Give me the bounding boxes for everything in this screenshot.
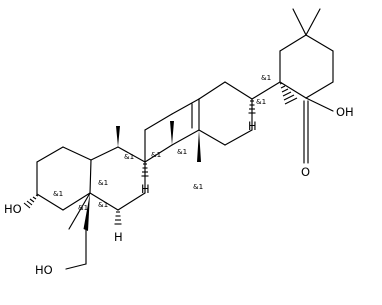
methyl-wedge-c14: [197, 130, 201, 162]
carboxyl-oxygen-label: O: [301, 165, 310, 179]
bond: [144, 144, 173, 163]
bond: [117, 192, 146, 211]
bond: [198, 81, 226, 100]
stereo-label: &1: [193, 182, 203, 191]
stereo-label: &1: [151, 150, 161, 159]
hash-line: [26, 200, 33, 206]
ring-b: [89, 146, 146, 211]
hydrogen-c5-label: H: [114, 230, 123, 244]
hydroxymethyl-oh-bond: [65, 263, 87, 270]
bond: [144, 113, 173, 131]
methyl-bond: [292, 8, 307, 36]
bond: [62, 146, 92, 161]
stereo-label: &1: [261, 73, 271, 82]
stereo-label: &1: [98, 200, 108, 209]
hash-line: [35, 194, 39, 197]
methyl-wedge-c10: [116, 126, 120, 147]
hydrogen-c9-label: H: [141, 182, 150, 196]
hash-line: [281, 88, 289, 93]
bond: [251, 81, 281, 100]
bond: [171, 98, 200, 115]
bond: [305, 34, 334, 52]
hydroxyl-c3-label: HO: [4, 202, 22, 216]
hydrogen-c18-label: H: [248, 119, 257, 133]
bond: [36, 146, 64, 163]
ring-a: [36, 146, 92, 211]
hash-line: [283, 94, 295, 101]
methyl-wedge-c4: [83, 193, 90, 231]
stereo-label: &1: [78, 203, 88, 212]
stereo-label: &1: [256, 97, 266, 106]
carboxylic-acid: [303, 97, 334, 164]
bond: [279, 34, 307, 52]
hashed-bonds: [23, 82, 298, 225]
hash-line: [279, 82, 283, 85]
bond: [224, 81, 253, 100]
bond: [224, 129, 253, 146]
hydroxymethyl-label: HO: [35, 263, 53, 277]
bond: [36, 193, 64, 211]
methyl-wedge-c8: [170, 121, 174, 145]
stereo-markers: &1 &1 &1 &1 &1 &1 &1 &1 &1 &1: [53, 73, 271, 212]
bond: [305, 81, 334, 99]
bond: [198, 129, 226, 146]
ring-e: [251, 34, 334, 100]
hash-line: [280, 85, 286, 89]
hash-line: [32, 196, 37, 200]
bond: [89, 192, 119, 211]
bond: [89, 159, 92, 194]
angular-methyls: [83, 121, 201, 231]
bond: [117, 146, 146, 163]
bond: [62, 192, 91, 211]
hash-line: [29, 198, 35, 203]
hash-line: [282, 91, 292, 97]
bond: [279, 81, 307, 99]
methyl-bond-c4: [68, 192, 91, 230]
ring-d: [198, 81, 253, 146]
carboxyl-hydroxyl-label: OH: [336, 105, 354, 119]
bond: [305, 97, 334, 112]
stereo-label: &1: [124, 152, 134, 161]
stereo-label: &1: [53, 189, 63, 198]
ring-c: [144, 98, 200, 163]
stereo-label: &1: [177, 147, 187, 156]
methyl-bond: [305, 8, 321, 36]
hash-line: [284, 97, 298, 105]
ring-a-substituents: [65, 192, 91, 270]
bond: [171, 129, 200, 146]
bond: [90, 146, 119, 161]
gem-dimethyl: [292, 8, 321, 36]
hash-line: [23, 202, 31, 209]
stereo-label: &1: [98, 178, 108, 187]
